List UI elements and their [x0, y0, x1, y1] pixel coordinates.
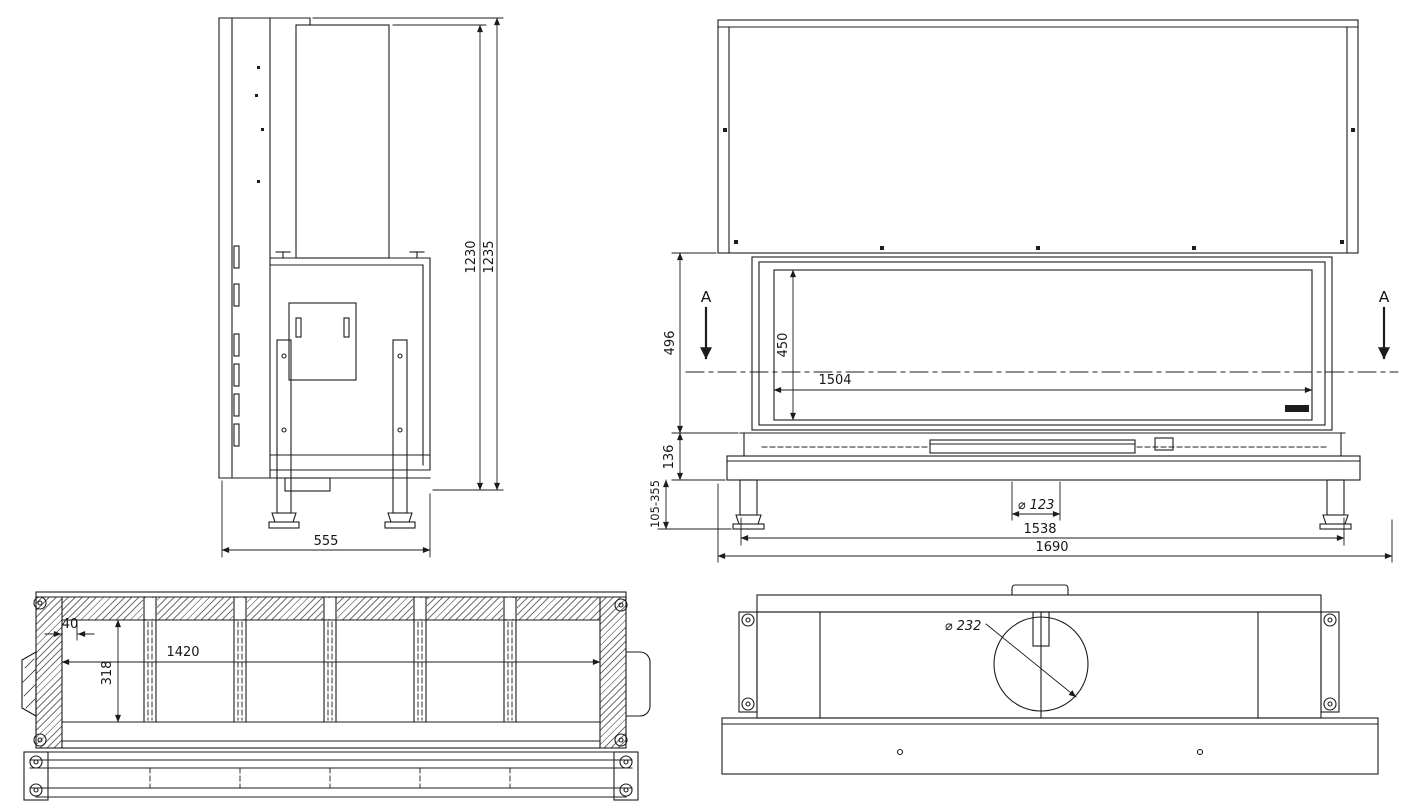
dim-dia232-label: ⌀ 232	[945, 619, 982, 634]
front-dim-450: 450	[776, 269, 796, 421]
front-dim-105-355: 105-355	[648, 479, 732, 530]
side-dim-width: 555	[221, 480, 431, 558]
dim-105-355-label: 105-355	[648, 480, 662, 528]
dim-555-label: 555	[314, 534, 339, 549]
side-flue-box	[295, 24, 390, 259]
front-dim-136: 136	[662, 432, 726, 481]
side-legs	[268, 339, 416, 529]
side-back-panel	[218, 17, 431, 479]
rear-base	[721, 717, 1379, 775]
plan-left-bracket	[21, 651, 37, 717]
front-dim-1690: 1690	[717, 483, 1393, 563]
front-top-panel	[717, 19, 1359, 254]
rear-dim-dia232: ⌀ 232	[945, 619, 1077, 698]
plan-corner-bolts	[33, 596, 628, 747]
plan-dim-1420: 1420	[61, 645, 601, 665]
rear-view: ⌀ 232	[721, 584, 1379, 775]
side-firebox	[269, 251, 431, 492]
dim-136-label: 136	[662, 445, 677, 470]
section-marker-right: A	[1378, 288, 1390, 360]
section-a-label-left: A	[701, 288, 712, 306]
side-dim-heights: 1230 1235	[312, 17, 504, 491]
dim-1538-label: 1538	[1023, 522, 1056, 537]
side-access-door	[288, 302, 357, 381]
dim-496-label: 496	[663, 331, 678, 356]
dim-dia123-label: ⌀ 123	[1018, 498, 1055, 513]
front-dim-1504: 1504	[773, 373, 1313, 393]
front-dim-496: 496	[663, 252, 739, 434]
plan-front-rail	[23, 751, 639, 801]
dim-1504-label: 1504	[818, 373, 851, 388]
front-legs	[732, 479, 1352, 530]
dim-1230-label: 1230	[464, 240, 479, 273]
plan-right-wall-hatch	[600, 597, 626, 748]
rear-flue-outlet	[993, 611, 1089, 719]
front-window	[751, 256, 1333, 431]
section-a-label-right: A	[1379, 288, 1390, 306]
dim-318-label: 318	[100, 661, 115, 686]
front-view: A A	[648, 19, 1399, 563]
plan-dim-40: 40	[44, 617, 95, 641]
plan-right-bracket	[625, 651, 651, 717]
plan-view: 40 1420 318	[21, 591, 651, 801]
dim-1690-label: 1690	[1035, 540, 1068, 555]
rear-top-tab	[1011, 584, 1069, 596]
brand-logo	[1285, 405, 1309, 412]
plan-left-wall-hatch	[36, 597, 62, 748]
side-view: 1230 1235 555	[218, 17, 504, 558]
dim-1235-label: 1235	[482, 240, 497, 273]
front-dim-dia123: ⌀ 123	[1011, 481, 1061, 521]
dim-450-label: 450	[776, 333, 791, 358]
dim-1420-label: 1420	[166, 645, 199, 660]
dim-40-label: 40	[62, 617, 79, 632]
front-dim-1538: 1538	[740, 517, 1345, 546]
front-hearth-base	[726, 432, 1361, 481]
rear-panel	[738, 594, 1340, 719]
plan-dim-318: 318	[100, 619, 121, 723]
section-marker-left: A	[700, 288, 712, 360]
